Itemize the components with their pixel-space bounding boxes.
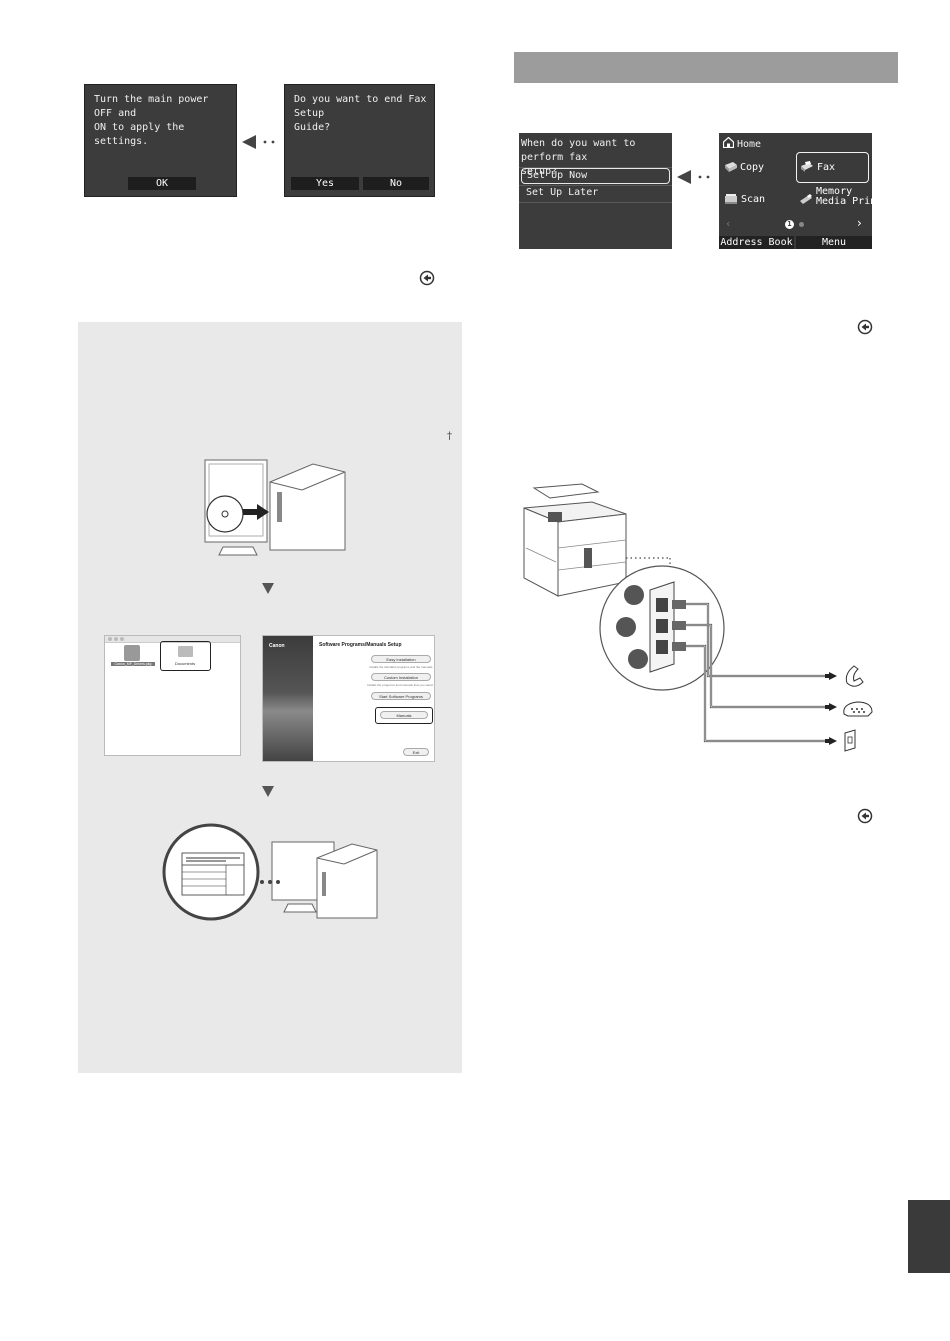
address-book-button[interactable]: Address Book xyxy=(719,236,794,249)
copy-label: Copy xyxy=(740,162,765,173)
documents-folder[interactable]: Documents xyxy=(160,641,211,671)
manual-display-illustration xyxy=(162,823,378,921)
easy-installation-button[interactable]: Easy Installation xyxy=(371,655,431,663)
page-dot xyxy=(799,222,804,227)
memory-media-icon xyxy=(800,194,812,204)
copy-tile[interactable]: Copy xyxy=(722,153,794,183)
setup-sidebar xyxy=(263,636,313,761)
page-indicator: 1 xyxy=(785,220,794,229)
down-arrow-2 xyxy=(262,786,274,797)
ok-button[interactable]: OK xyxy=(128,177,196,190)
restart-screen: Turn the main power OFF and ON to apply … xyxy=(84,84,237,197)
label-c: C xyxy=(628,649,648,669)
memory-media-label: Memory Media Print xyxy=(816,186,883,207)
fax-setup-screen: When do you want to perform fax setup? S… xyxy=(519,133,672,249)
fax-tile[interactable]: Fax xyxy=(796,152,869,183)
fax-setup-question: When do you want to perform fax setup? xyxy=(521,138,636,177)
setup-window: Canon Software Programs/Manuals Setup Ea… xyxy=(262,635,435,762)
back-arrow-icon-2 xyxy=(677,170,710,184)
copy-icon xyxy=(725,162,737,172)
label-b: B xyxy=(616,617,636,637)
chapter-side-tab xyxy=(908,1200,950,1273)
manuals-highlight xyxy=(375,707,433,724)
end-guide-screen: Do you want to end Fax Setup Guide? Yes … xyxy=(284,84,435,197)
yes-button[interactable]: Yes xyxy=(291,177,359,190)
custom-installation-caption: Installs the programs and manuals that y… xyxy=(367,683,434,687)
continue-icon-2 xyxy=(857,319,873,335)
start-software-button[interactable]: Start Software Programs xyxy=(371,692,431,700)
menu-button[interactable]: Menu xyxy=(796,236,872,249)
section-header-bar xyxy=(514,52,898,83)
setup-title: Software Programs/Manuals Setup xyxy=(319,642,402,648)
custom-installation-button[interactable]: Custom Installation xyxy=(371,673,431,681)
pkg-icon xyxy=(124,645,140,661)
exit-button[interactable]: Exit xyxy=(403,748,429,756)
continue-icon-3 xyxy=(857,808,873,824)
fax-label: Fax xyxy=(817,162,836,173)
label-a: A xyxy=(624,585,644,605)
continue-icon xyxy=(419,270,435,286)
fax-icon xyxy=(801,161,813,172)
documents-label: Documents xyxy=(174,661,196,666)
home-screen: Home Copy Fax Scan Memory Media Print ‹ xyxy=(719,133,882,249)
line-connection-illustration xyxy=(523,483,873,752)
easy-installation-caption: Installs the standard programs and the m… xyxy=(369,665,434,669)
next-page-icon[interactable]: › xyxy=(857,216,862,230)
set-up-later-option[interactable]: Set Up Later xyxy=(526,187,599,198)
finder-window: Canon_MF_Drivers.pkg Documents xyxy=(104,635,241,756)
back-arrow-icon xyxy=(242,135,275,149)
cd-insert-illustration xyxy=(204,459,346,556)
prev-page-icon[interactable]: ‹ xyxy=(726,217,731,230)
set-up-now-option[interactable]: Set Up Now xyxy=(521,168,670,184)
restart-message: Turn the main power OFF and ON to apply … xyxy=(94,94,209,147)
down-arrow-1 xyxy=(262,583,274,594)
folder-icon xyxy=(178,646,193,657)
pkg-label[interactable]: Canon_MF_Drivers.pkg xyxy=(111,662,155,666)
memory-media-print-tile[interactable]: Memory Media Print xyxy=(796,185,882,215)
scan-icon xyxy=(725,194,737,204)
dagger-mark: † xyxy=(447,431,452,442)
end-guide-message: Do you want to end Fax Setup Guide? xyxy=(294,94,427,133)
scan-label: Scan xyxy=(741,194,766,205)
home-title: Home xyxy=(737,139,762,150)
no-button[interactable]: No xyxy=(363,177,429,190)
canon-logo: Canon xyxy=(269,643,285,649)
manuals-button[interactable]: Manuals xyxy=(380,711,428,719)
home-icon xyxy=(723,137,734,148)
scan-tile[interactable]: Scan xyxy=(722,185,794,215)
